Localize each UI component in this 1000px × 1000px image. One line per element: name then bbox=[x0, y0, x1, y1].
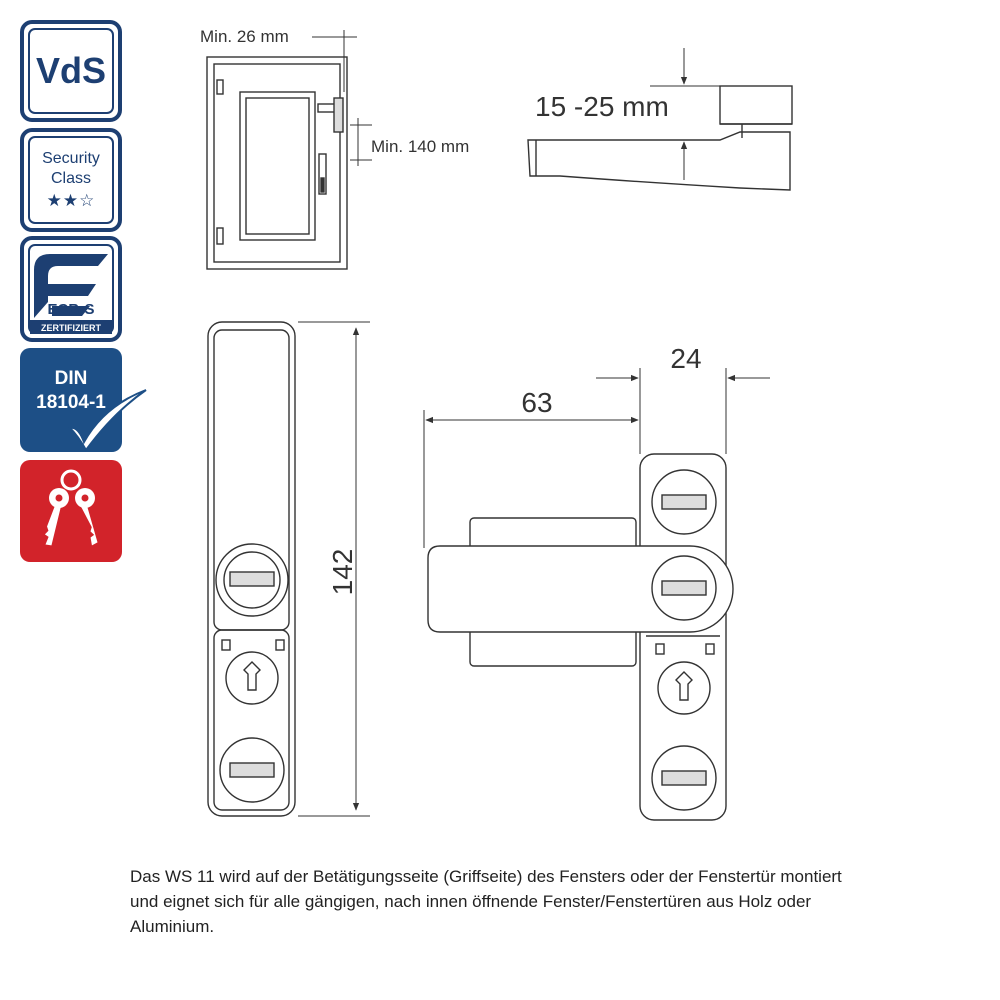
ecbs-certified-text: ZERTIFIZIERT bbox=[41, 323, 101, 333]
product-description: Das WS 11 wird auf der Betätigungsseite … bbox=[130, 867, 842, 936]
height-label: 142 bbox=[327, 549, 358, 596]
security-label: Security bbox=[42, 150, 100, 167]
ecbs-logo-icon: ECB•S ZERTIFIZIERT bbox=[30, 254, 112, 334]
din-number: 18104-1 bbox=[36, 392, 106, 413]
range-label: 15 -25 mm bbox=[535, 91, 669, 122]
security-stars: ★★☆ bbox=[46, 191, 96, 210]
vds-badge: VdS bbox=[20, 20, 122, 122]
length-label: 63 bbox=[521, 387, 552, 418]
ecbs-brand-text: ECB•S bbox=[48, 301, 95, 318]
window-frame-view bbox=[206, 30, 372, 270]
width-label: 24 bbox=[670, 343, 701, 374]
vds-label: VdS bbox=[35, 50, 106, 91]
security-class-badge: Security Class ★★☆ bbox=[20, 128, 122, 232]
min-height-label: Min. 140 mm bbox=[371, 137, 469, 156]
ecbs-badge: ECB•S ZERTIFIZIERT bbox=[20, 236, 122, 342]
class-label: Class bbox=[50, 170, 91, 187]
handle-side-view bbox=[527, 48, 793, 191]
lock-front-view-open bbox=[423, 368, 770, 821]
keys-icon bbox=[44, 469, 98, 546]
min-width-label: Min. 26 mm bbox=[200, 27, 289, 46]
din-badge: DIN 18104-1 bbox=[20, 348, 147, 452]
din-label: DIN bbox=[54, 368, 88, 389]
checkmark-icon bbox=[68, 389, 147, 452]
lock-front-view-folded bbox=[207, 321, 370, 817]
technical-drawing: Min. 26 mm Min. 140 mm 15 -25 mm bbox=[200, 27, 793, 821]
keys-badge bbox=[20, 460, 122, 562]
